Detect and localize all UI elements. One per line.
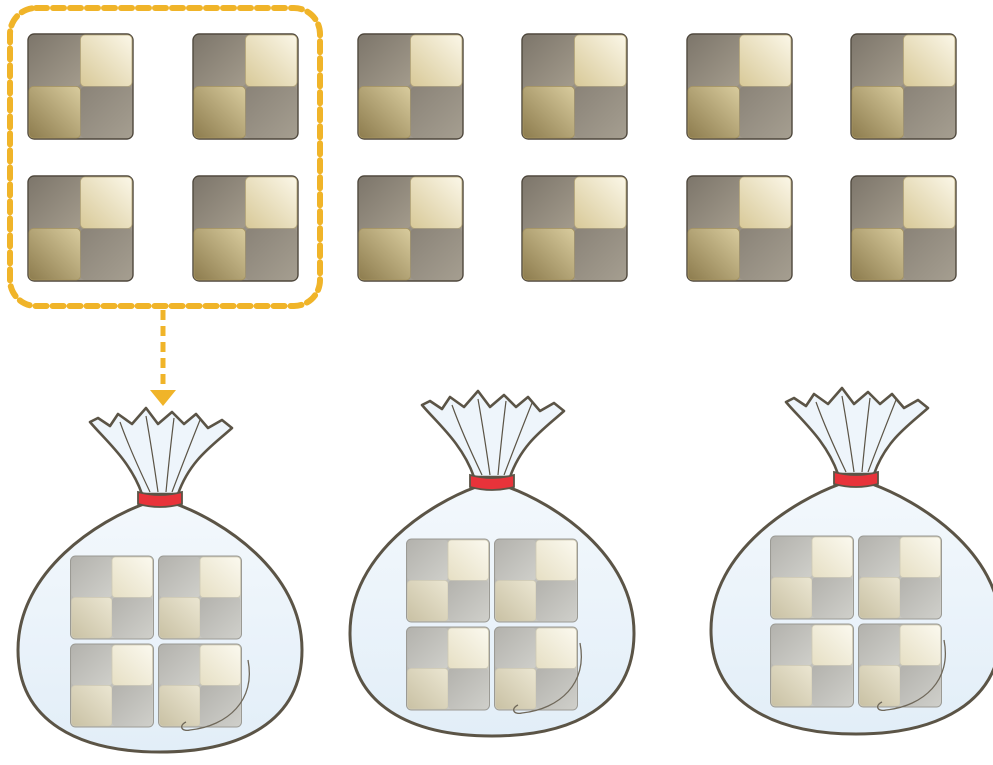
packed-tile-icon: [858, 535, 942, 620]
bag-fold: [815, 401, 847, 473]
bag-fold: [477, 398, 491, 476]
bag-body: [348, 485, 636, 738]
bag-1: [16, 406, 304, 754]
bag-3: [709, 386, 993, 736]
packed-tile-icon: [158, 643, 242, 728]
bag-contents: [770, 535, 942, 708]
bag-fold: [503, 402, 533, 476]
packed-tile-icon: [70, 643, 154, 728]
bag-contents: [406, 538, 578, 711]
tile-icon: [686, 175, 793, 282]
tile-icon: [686, 33, 793, 140]
packed-tile-icon: [770, 623, 854, 708]
bag-tie: [833, 470, 879, 488]
bag-highlight-curve: [877, 639, 946, 712]
bag-2: [348, 389, 636, 738]
tile-icon: [27, 33, 134, 140]
tile-icon: [192, 33, 299, 140]
bag-highlight-curve: [513, 642, 582, 715]
tile-icon: [357, 175, 464, 282]
bag-fold: [145, 415, 159, 493]
packed-tile-icon: [770, 535, 854, 620]
down-arrow-icon: [150, 310, 176, 406]
bag-fold: [867, 399, 897, 473]
tile-icon: [850, 33, 957, 140]
tile-icon: [357, 33, 464, 140]
bag-fold: [497, 400, 507, 476]
packed-tile-icon: [70, 555, 154, 640]
bag-neck: [88, 406, 234, 496]
bag-fold: [119, 421, 151, 493]
packed-tile-icon: [158, 555, 242, 640]
bag-fold: [861, 397, 871, 473]
packed-tile-icon: [494, 626, 578, 711]
bag-highlight-curve: [181, 659, 250, 732]
bag-neck: [420, 389, 566, 479]
bag-tie: [137, 490, 183, 508]
tile-grid: [27, 33, 957, 282]
tile-icon: [27, 175, 134, 282]
bag-group: [16, 386, 993, 754]
tile-icon: [521, 33, 628, 140]
packed-tile-icon: [494, 538, 578, 623]
bag-tie: [469, 473, 515, 491]
packed-tile-icon: [406, 538, 490, 623]
bag-neck: [784, 386, 930, 476]
packed-tile-icon: [406, 626, 490, 711]
tile-icon: [521, 175, 628, 282]
bag-fold: [451, 404, 483, 476]
bag-fold: [165, 417, 175, 493]
bag-contents: [70, 555, 242, 728]
tile-icon: [192, 175, 299, 282]
bag-fold: [171, 419, 201, 493]
bag-fold: [841, 395, 855, 473]
packed-tile-icon: [858, 623, 942, 708]
tile-icon: [850, 175, 957, 282]
selection-box: [7, 5, 323, 309]
